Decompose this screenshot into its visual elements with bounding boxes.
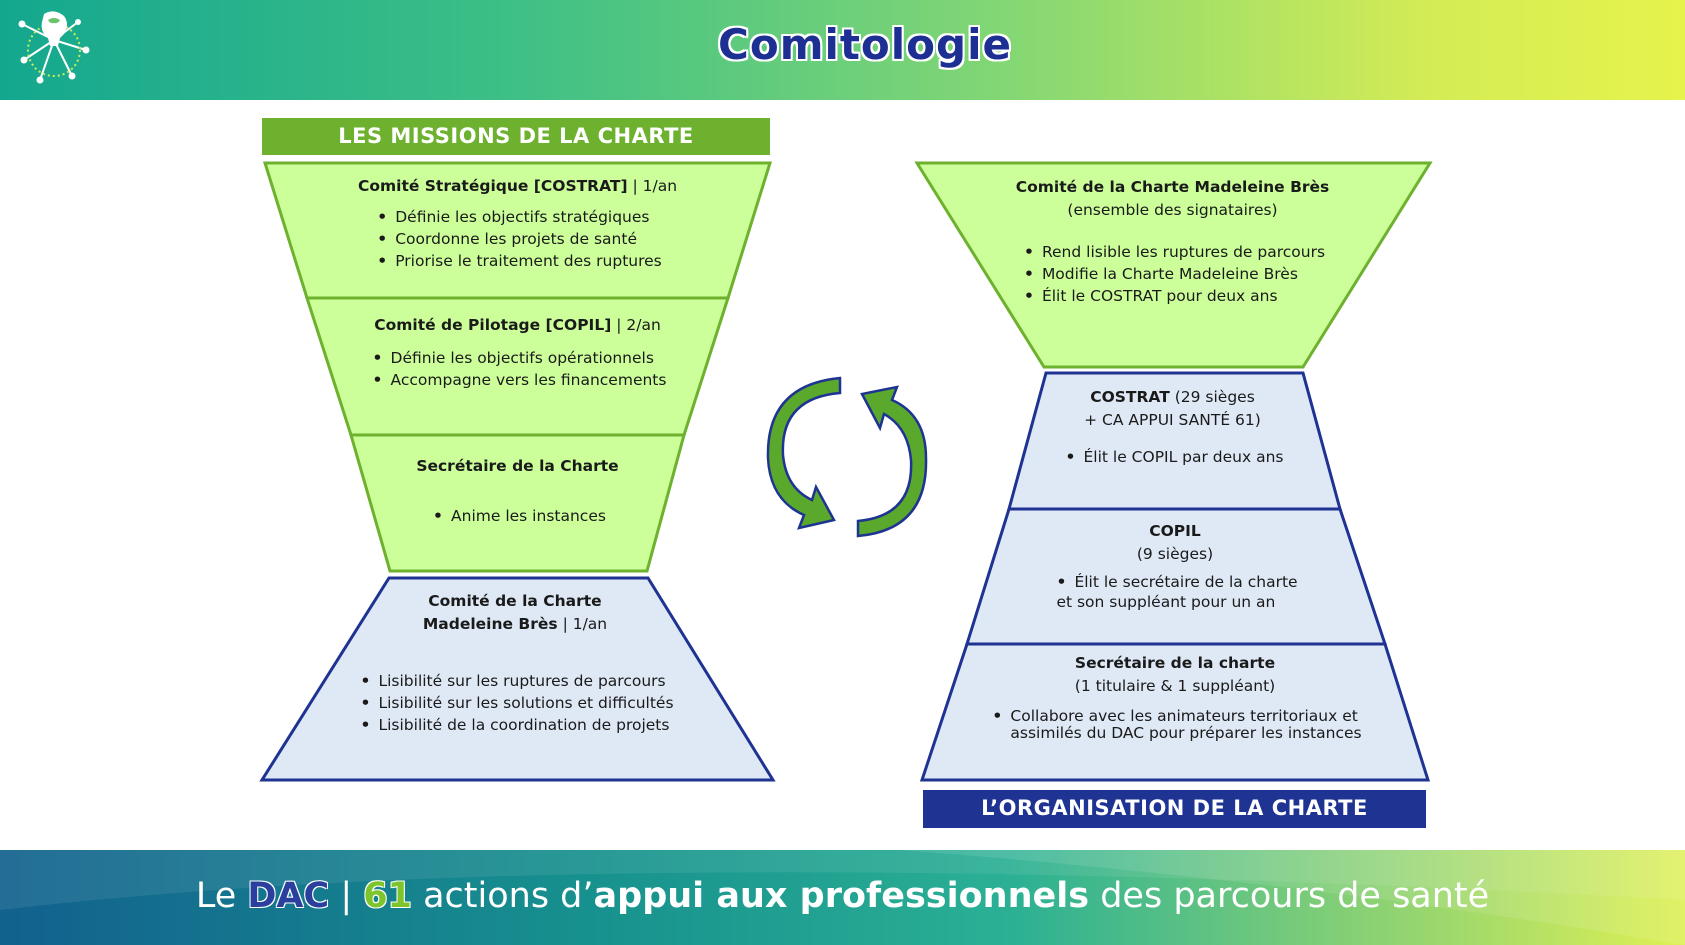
list-item: Élit le COSTRAT pour deux ans — [1020, 285, 1325, 307]
left-costrat-list: Définie les objectifs stratégiques Coord… — [373, 206, 662, 272]
footer-swoosh — [0, 850, 1685, 945]
right-banner-bg — [923, 790, 1426, 828]
footer-dac: DAC — [247, 876, 330, 916]
list-item: Lisibilité sur les ruptures de parcours — [356, 670, 673, 692]
left-copil-freq: | 2/an — [611, 316, 661, 334]
left-costrat-block: Comité Stratégique [COSTRAT] | 1/an Défi… — [300, 175, 735, 273]
right-copil-title: COPIL — [1149, 522, 1201, 540]
left-secretaire-shape — [349, 433, 686, 573]
left-copil-block: Comité de Pilotage [COPIL] | 2/an Défini… — [330, 314, 705, 392]
footer-number: 61 — [363, 876, 412, 916]
right-copil-subtitle: (9 sièges) — [1136, 545, 1214, 563]
right-secretaire-note-cont: assimilés du DAC pour préparer les insta… — [1010, 724, 1362, 742]
left-comite-list: Lisibilité sur les ruptures de parcours … — [356, 670, 673, 736]
right-banner-title: L’ORGANISATION DE LA CHARTE — [981, 796, 1368, 820]
right-secretaire-subtitle: (1 titulaire & 1 suppléant) — [1074, 677, 1276, 695]
right-copil-block: COPIL (9 sièges) Élit le secrétaire de l… — [1010, 520, 1340, 614]
right-costrat-seats: (29 sièges — [1169, 388, 1255, 406]
right-comite-title: Comité de la Charte Madeleine Brès — [1015, 178, 1330, 196]
right-copil-note: Élit le secrétaire de la charte — [1052, 572, 1297, 592]
right-comite-block: Comité de la Charte Madeleine Brès (ense… — [960, 176, 1385, 308]
network-person-logo-icon — [18, 11, 90, 84]
list-item: Définie les objectifs opérationnels — [369, 347, 667, 369]
left-copil-list: Définie les objectifs opérationnels Acco… — [369, 347, 667, 391]
right-secretaire-note: Collabore avec les animateurs territoria… — [988, 708, 1361, 726]
footer-sep: | — [329, 876, 364, 916]
list-item: Priorise le traitement des ruptures — [373, 250, 662, 272]
footer-tagline: Le DAC | 61 actions d’appui aux professi… — [0, 876, 1685, 916]
left-secretaire-block: Secrétaire de la Charte Anime les instan… — [370, 455, 665, 528]
footer-mid: actions d’ — [411, 876, 594, 916]
list-item: Définie les objectifs stratégiques — [373, 206, 662, 228]
footer-prefix: Le — [195, 876, 248, 916]
list-item: Accompagne vers les financements — [369, 369, 667, 391]
right-secretaire-title: Secrétaire de la charte — [1074, 654, 1276, 672]
list-item: Lisibilité sur les solutions et difficul… — [356, 692, 673, 714]
header-bar: Comitologie — [0, 0, 1685, 100]
left-costrat-freq: | 1/an — [627, 177, 678, 195]
footer-bold: appui aux professionnels — [593, 876, 1090, 916]
left-copil-title: Comité de Pilotage [COPIL] — [374, 316, 612, 334]
list-item: Modifie la Charte Madeleine Brès — [1020, 263, 1325, 285]
refresh-cycle-icon — [766, 376, 928, 538]
left-banner-title: LES MISSIONS DE LA CHARTE — [338, 124, 694, 148]
right-costrat-line2: + CA APPUI SANTÉ 61) — [1084, 411, 1261, 429]
left-comite-block: Comité de la Charte Madeleine Brès | 1/a… — [315, 590, 715, 737]
list-item: Coordonne les projets de santé — [373, 228, 662, 250]
right-copil-note-cont: et son suppléant pour un an — [1056, 593, 1276, 611]
right-comite-subtitle: (ensemble des signataires) — [1067, 201, 1278, 219]
list-item: Rend lisible les ruptures de parcours — [1020, 241, 1325, 263]
left-comite-freq: | 1/an — [557, 615, 608, 633]
page-title: Comitologie — [718, 20, 1012, 69]
left-secretaire-title: Secrétaire de la Charte — [416, 457, 619, 475]
left-comite-title-1: Comité de la Charte — [428, 592, 602, 610]
right-secretaire-block: Secrétaire de la charte (1 titulaire & 1… — [965, 652, 1385, 745]
right-costrat-list: Élit le COPIL par deux ans — [1061, 446, 1283, 468]
right-costrat-title: COSTRAT — [1090, 388, 1170, 406]
right-costrat-block: COSTRAT (29 sièges + CA APPUI SANTÉ 61) … — [1035, 386, 1310, 469]
list-item: Élit le COPIL par deux ans — [1061, 446, 1283, 468]
list-item: Anime les instances — [429, 505, 606, 527]
left-secretaire-list: Anime les instances — [429, 505, 606, 527]
list-item: Lisibilité de la coordination de projets — [356, 714, 673, 736]
left-costrat-title: Comité Stratégique [COSTRAT] — [357, 177, 628, 195]
right-comite-list: Rend lisible les ruptures de parcours Mo… — [1020, 241, 1325, 307]
footer-suffix: des parcours de santé — [1089, 876, 1490, 916]
footer-bar: Le DAC | 61 actions d’appui aux professi… — [0, 850, 1685, 945]
left-banner-bg — [262, 118, 770, 155]
left-comite-title-2: Madeleine Brès — [422, 615, 558, 633]
